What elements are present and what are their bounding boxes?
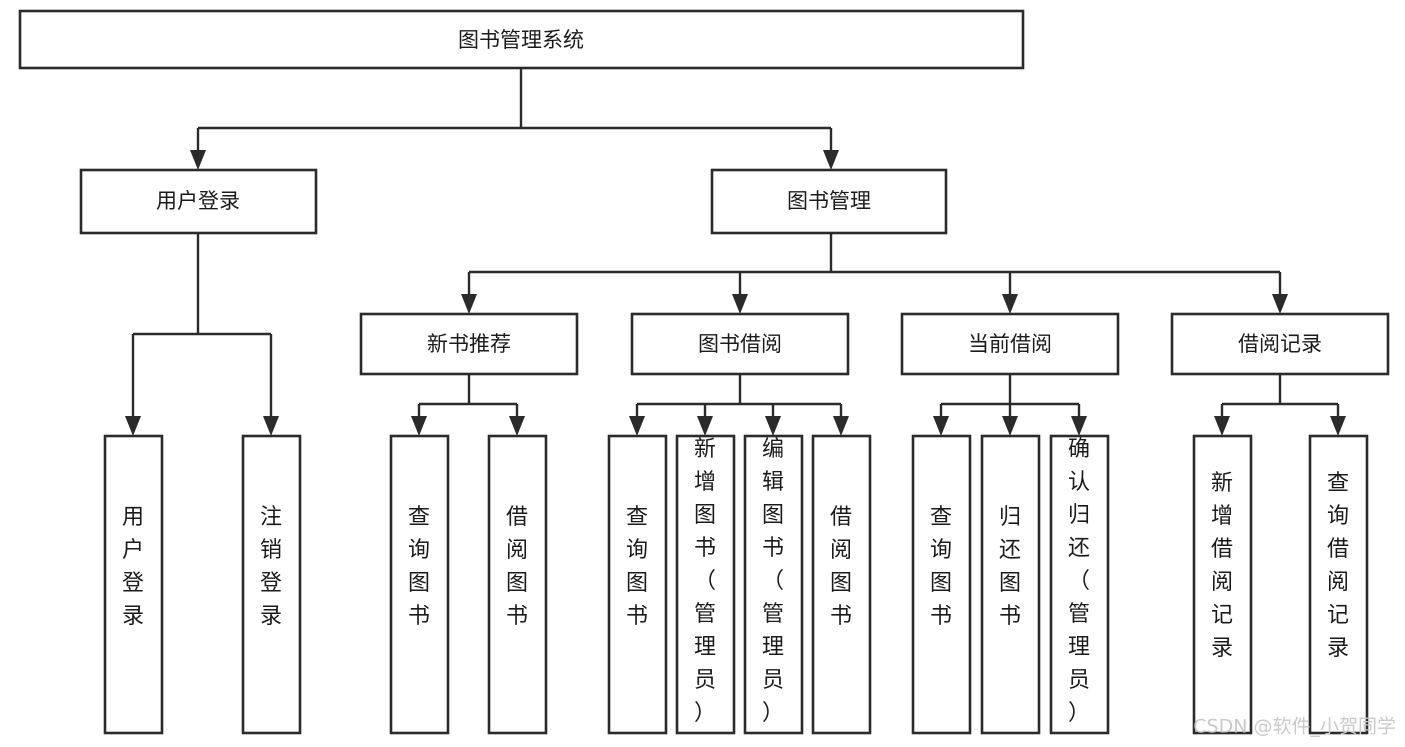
- leaf-node[interactable]: 编辑图书（管理员）: [743, 434, 804, 735]
- node-user-login-box[interactable]: [79, 168, 318, 235]
- leaf-user-login-0-label: 用户登录: [122, 505, 144, 629]
- arrowhead-book-borrow: [732, 294, 748, 314]
- leaf-user-login-1-label: 注销登录: [260, 505, 282, 629]
- leaf-node[interactable]: 查询图书: [389, 434, 450, 735]
- connector-group-book-manage: [461, 233, 1288, 314]
- leaf-node[interactable]: 确认归还（管理员）: [1049, 434, 1110, 735]
- arrowhead-book-manage: [823, 150, 839, 170]
- csdn-watermark: CSDN @软件_小贺同学: [1193, 716, 1396, 738]
- arrowhead-leaf-br-0: [1214, 416, 1230, 436]
- leaf-nbr-0-label: 查询图书: [408, 505, 430, 629]
- leaf-bb-2-label: 编辑图书（管理员）: [762, 437, 784, 726]
- node-root-label: 图书管理系统: [458, 28, 584, 52]
- connector-group-borrow-record: [1214, 374, 1346, 436]
- leaf-bb-2-box[interactable]: [743, 434, 804, 735]
- arrowhead-leaf-user-login-1: [263, 416, 279, 436]
- leaf-bb-1-label: 新增图书（管理员）: [694, 437, 716, 726]
- leaf-node[interactable]: 注销登录: [241, 434, 302, 735]
- arrowhead-current-borrow: [1002, 294, 1018, 314]
- leaf-node[interactable]: 查询图书: [607, 434, 668, 735]
- leaf-user-login-1-box[interactable]: [241, 434, 302, 735]
- leaf-cb-1-label: 归还图书: [999, 505, 1021, 629]
- leaf-node[interactable]: 归还图书: [980, 434, 1041, 735]
- leaf-user-login-0-box[interactable]: [103, 434, 164, 735]
- leaf-node[interactable]: 借阅图书: [487, 434, 548, 735]
- leaf-br-1-box[interactable]: [1308, 434, 1369, 735]
- leaf-node[interactable]: 新增借阅记录: [1192, 434, 1253, 735]
- leaf-cb-2-label: 确认归还（管理员）: [1068, 437, 1090, 726]
- connector-group-book-borrow: [629, 374, 849, 436]
- node-book-manage[interactable]: 图书管理: [710, 168, 948, 235]
- node-root[interactable]: 图书管理系统: [18, 9, 1025, 70]
- node-book-manage-label: 图书管理: [787, 189, 871, 213]
- connector-group-root: [190, 68, 839, 170]
- leaf-br-1-label: 查询借阅记录: [1327, 471, 1349, 661]
- leaf-bb-1-box[interactable]: [675, 434, 736, 735]
- node-new-book-rec-box[interactable]: [359, 312, 579, 376]
- leaf-bb-0-label: 查询图书: [626, 505, 648, 629]
- arrowhead-user-login: [190, 150, 206, 170]
- leaf-node[interactable]: 借阅图书: [811, 434, 872, 735]
- node-user-login[interactable]: 用户登录: [79, 168, 318, 235]
- arrowhead-leaf-user-login-0: [125, 416, 141, 436]
- connector-group-new-book-rec: [411, 374, 525, 436]
- leaf-node[interactable]: 用户登录: [103, 434, 164, 735]
- arrowhead-leaf-bb-0: [629, 416, 645, 436]
- leaf-cb-0-label: 查询图书: [930, 505, 952, 629]
- arrowhead-leaf-bb-3: [833, 416, 849, 436]
- leaf-node[interactable]: 查询图书: [911, 434, 972, 735]
- node-book-borrow-label: 图书借阅: [698, 332, 782, 356]
- node-book-borrow[interactable]: 图书借阅: [630, 312, 850, 376]
- arrowhead-leaf-cb-2: [1071, 416, 1087, 436]
- node-borrow-record-label: 借阅记录: [1238, 332, 1322, 356]
- leaf-cb-2-box[interactable]: [1049, 434, 1110, 735]
- arrowhead-leaf-nbr-1: [509, 416, 525, 436]
- leaf-bb-3-label: 借阅图书: [830, 505, 852, 629]
- arrowhead-leaf-cb-0: [933, 416, 949, 436]
- arrowhead-leaf-bb-1: [697, 416, 713, 436]
- arrowhead-leaf-nbr-0: [411, 416, 427, 436]
- arrowhead-leaf-br-1: [1330, 416, 1346, 436]
- leaf-br-0-box[interactable]: [1192, 434, 1253, 735]
- node-book-manage-box[interactable]: [710, 168, 948, 235]
- arrowhead-borrow-record: [1272, 294, 1288, 314]
- leaf-nbr-0-box[interactable]: [389, 434, 450, 735]
- node-new-book-rec-label: 新书推荐: [427, 332, 511, 356]
- connector-group-user-login: [125, 233, 279, 436]
- leaf-node[interactable]: 新增图书（管理员）: [675, 434, 736, 735]
- leaf-bb-3-box[interactable]: [811, 434, 872, 735]
- leaf-cb-0-box[interactable]: [911, 434, 972, 735]
- connector-group-current-borrow: [933, 374, 1087, 436]
- node-book-borrow-box[interactable]: [630, 312, 850, 376]
- arrowhead-leaf-cb-1: [1002, 416, 1018, 436]
- arrowhead-new-book-rec: [461, 294, 477, 314]
- node-root-box[interactable]: [18, 9, 1025, 70]
- leaf-nbr-1-box[interactable]: [487, 434, 548, 735]
- leaf-node[interactable]: 查询借阅记录: [1308, 434, 1369, 735]
- leaf-bb-0-box[interactable]: [607, 434, 668, 735]
- leaf-br-0-label: 新增借阅记录: [1211, 471, 1233, 661]
- node-borrow-record[interactable]: 借阅记录: [1170, 312, 1390, 376]
- node-new-book-rec[interactable]: 新书推荐: [359, 312, 579, 376]
- node-current-borrow-box[interactable]: [900, 312, 1120, 376]
- arrowhead-leaf-bb-2: [765, 416, 781, 436]
- node-current-borrow[interactable]: 当前借阅: [900, 312, 1120, 376]
- node-current-borrow-label: 当前借阅: [968, 332, 1052, 356]
- leaf-cb-1-box[interactable]: [980, 434, 1041, 735]
- leaf-nbr-1-label: 借阅图书: [506, 505, 528, 629]
- node-borrow-record-box[interactable]: [1170, 312, 1390, 376]
- node-user-login-label: 用户登录: [156, 189, 240, 213]
